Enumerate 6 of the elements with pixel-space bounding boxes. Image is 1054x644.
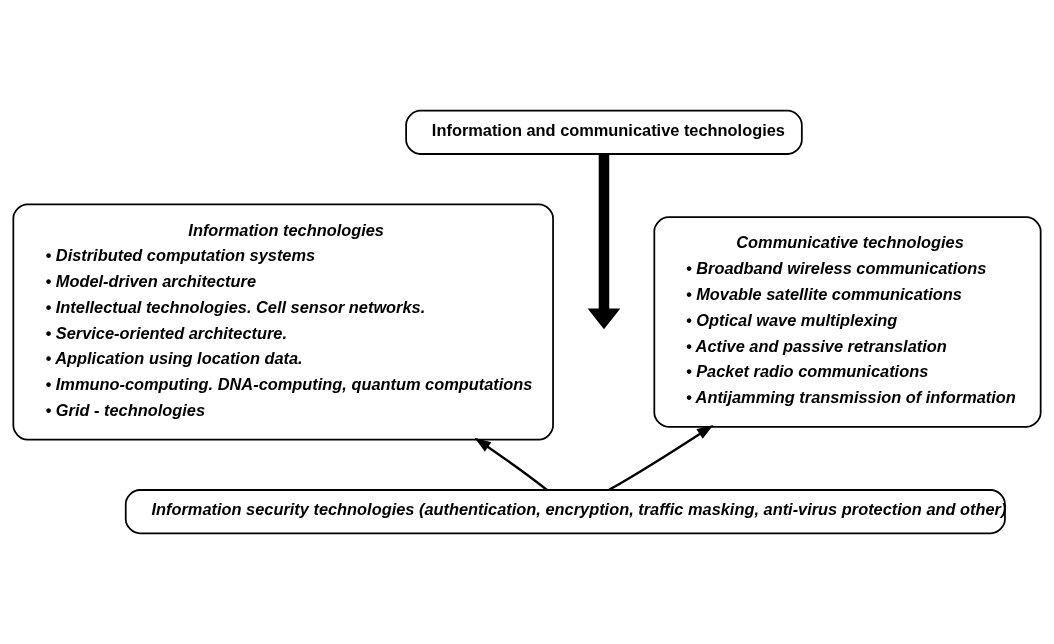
node-box: Information technologies • Distributed computation systems • Model-driven architecture • Intellectual technologies. Cell sensor networks. • Service-oriented architecture. • Application using location data. • Immuno-computing. DNA-computing, quantum computations • Grid - technologies bbox=[12, 203, 554, 441]
node-box: Information and communicative technologies bbox=[405, 109, 803, 155]
arrow bbox=[587, 154, 621, 330]
node-box: Communicative technologies • Broadband wireless communications • Movable satellite communications • Optical wave multiplexing • Active and passive retranslation • Packet radio communications • Antijamming transmission of information bbox=[653, 216, 1042, 428]
arrow bbox=[608, 425, 714, 491]
arrow bbox=[474, 437, 548, 491]
